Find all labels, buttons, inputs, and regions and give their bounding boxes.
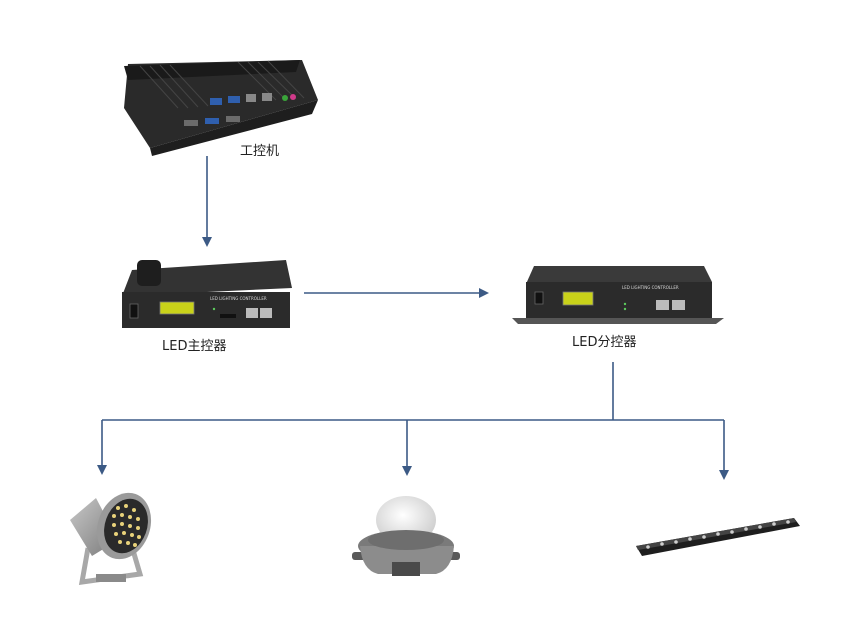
main-controller-panel-text: LED LIGHTING CONTROLLER	[210, 296, 267, 301]
main-controller-label: LED主控器	[162, 339, 226, 354]
sub-controller-panel-text: LED LIGHTING CONTROLLER	[622, 285, 679, 290]
led-point-light-icon	[352, 496, 460, 576]
ipc-label: 工控机	[240, 144, 279, 159]
industrial-pc-icon	[124, 60, 318, 156]
led-floodlight-icon	[70, 492, 152, 585]
led-main-controller-icon: LED LIGHTING CONTROLLER	[122, 260, 292, 328]
led-wall-washer-bar-icon	[636, 518, 800, 556]
led-sub-controller-icon: LED LIGHTING CONTROLLER	[512, 266, 724, 324]
sub-controller-label: LED分控器	[572, 335, 636, 350]
